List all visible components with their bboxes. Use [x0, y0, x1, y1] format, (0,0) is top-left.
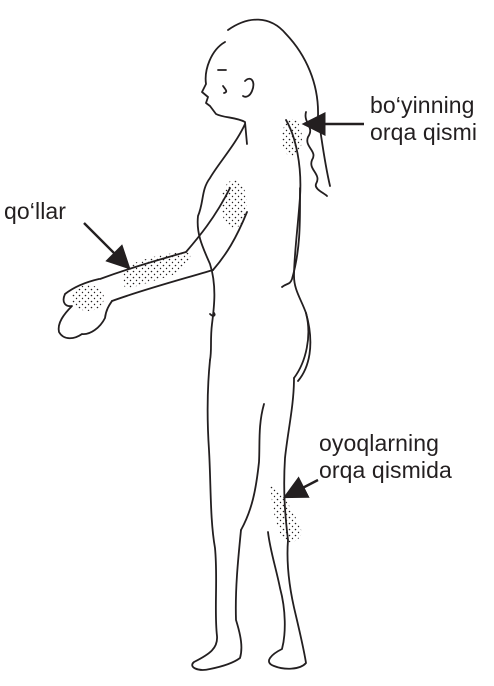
legs-arrow-icon [285, 480, 318, 497]
ear-icon [243, 79, 253, 97]
chest-rash-area [221, 180, 247, 228]
front-leg-outline [192, 360, 241, 670]
hands-arrow-icon [84, 223, 129, 268]
neck-label-line-2: orqa qismi [370, 119, 477, 146]
front-torso-outline [198, 124, 245, 360]
legs-label-line-1: oyoqlarning [319, 430, 452, 457]
neck-label: bo‘yinning orqa qismi [370, 92, 477, 146]
face-detail [218, 70, 226, 93]
inner-leg-line [241, 404, 264, 530]
human-figure [59, 20, 330, 670]
hands-label: qo‘llar [4, 198, 66, 225]
forearm-rash-area [123, 252, 191, 289]
legs-label: oyoqlarning orqa qismida [319, 430, 452, 484]
hands-label-text: qo‘llar [4, 198, 66, 224]
hair-icon [228, 20, 330, 186]
rash-areas [72, 119, 302, 542]
buttock-outline [298, 313, 310, 381]
neck-rash-area [282, 119, 302, 157]
neck-label-line-1: bo‘yinning [370, 92, 477, 119]
hand-rash-area [72, 285, 104, 311]
legs-label-line-2: orqa qismida [319, 457, 452, 484]
